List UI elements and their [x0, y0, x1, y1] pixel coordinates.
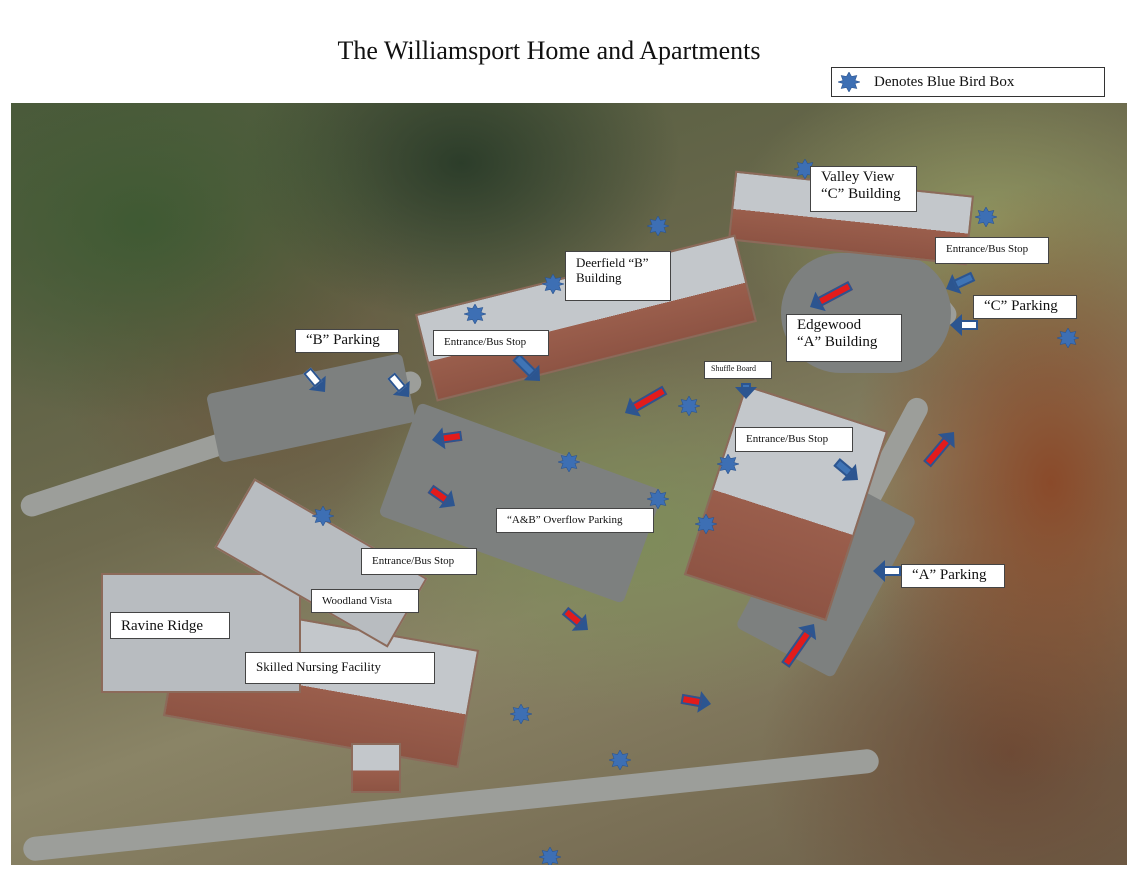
- label-line: “A” Building: [797, 334, 878, 351]
- white-arrow-icon: [950, 314, 978, 336]
- label-line: Edgewood: [797, 317, 862, 333]
- arrow-shaft: [631, 385, 668, 413]
- arrow-shaft: [952, 271, 976, 290]
- label-line: Valley View: [821, 169, 895, 185]
- label-b-parking: “B” Parking: [295, 329, 399, 353]
- arrow-shaft: [741, 383, 751, 389]
- page-title: The Williamsport Home and Apartments: [337, 36, 761, 65]
- arrow-shaft: [680, 693, 703, 708]
- bird-box-star-icon: [558, 452, 580, 472]
- blue-arrow-icon: [941, 271, 976, 299]
- label-c-parking: “C” Parking: [973, 295, 1077, 319]
- label-entrance-woodland: Entrance/Bus Stop: [361, 548, 477, 575]
- label-edgewood: Edgewood “A” Building: [786, 314, 902, 362]
- label-ravine-ridge: Ravine Ridge: [110, 612, 230, 639]
- bird-box-star-icon: [464, 304, 486, 324]
- label-line: Building: [576, 269, 622, 285]
- bird-box-star-icon: [647, 489, 669, 509]
- label-deerfield: Deerfield “B” Building: [565, 251, 671, 301]
- arrow-shaft: [960, 320, 978, 330]
- arrow-head: [873, 560, 885, 582]
- label-entrance-b: Entrance/Bus Stop: [433, 330, 549, 356]
- bird-box-star-icon: [609, 750, 631, 770]
- label-shuffle-board: Shuffle Board: [704, 361, 772, 379]
- arrow-head: [950, 314, 962, 336]
- bird-box-star-icon: [539, 847, 561, 865]
- bird-box-star-icon: [542, 274, 564, 294]
- label-woodland-vista: Woodland Vista: [311, 589, 419, 613]
- arrow-shaft: [923, 436, 952, 468]
- red-arrow-icon: [923, 424, 963, 468]
- bird-box-star-icon: [312, 506, 334, 526]
- label-line: “C” Building: [821, 186, 901, 203]
- blue-arrow-icon: [735, 383, 757, 399]
- white-arrow-icon: [873, 560, 901, 582]
- blue-star-icon: [838, 72, 860, 92]
- label-entrance-a: Entrance/Bus Stop: [735, 427, 853, 452]
- aerial-photo: Valley View “C” Building Entrance/Bus St…: [11, 103, 1127, 865]
- arrow-shaft: [883, 566, 901, 576]
- label-a-parking: “A” Parking: [901, 564, 1005, 588]
- label-valley-view: Valley View “C” Building: [810, 166, 917, 212]
- label-entrance-c: Entrance/Bus Stop: [935, 237, 1049, 264]
- legend-text: Denotes Blue Bird Box: [874, 73, 1015, 90]
- bird-box-star-icon: [647, 216, 669, 236]
- bird-box-star-icon: [678, 396, 700, 416]
- bird-box-star-icon: [975, 207, 997, 227]
- bird-box-star-icon: [695, 514, 717, 534]
- red-arrow-icon: [561, 606, 596, 639]
- label-line: Deerfield “B”: [576, 255, 649, 270]
- bird-box-star-icon: [1057, 328, 1079, 348]
- label-skilled-nursing: Skilled Nursing Facility: [245, 652, 435, 684]
- chapel-building: [351, 743, 401, 793]
- bird-box-star-icon: [717, 454, 739, 474]
- bird-box-star-icon: [510, 704, 532, 724]
- red-arrow-icon: [680, 691, 713, 715]
- legend: Denotes Blue Bird Box: [831, 67, 1105, 97]
- label-ab-overflow: “A&B” Overflow Parking: [496, 508, 654, 533]
- red-arrow-icon: [619, 385, 668, 423]
